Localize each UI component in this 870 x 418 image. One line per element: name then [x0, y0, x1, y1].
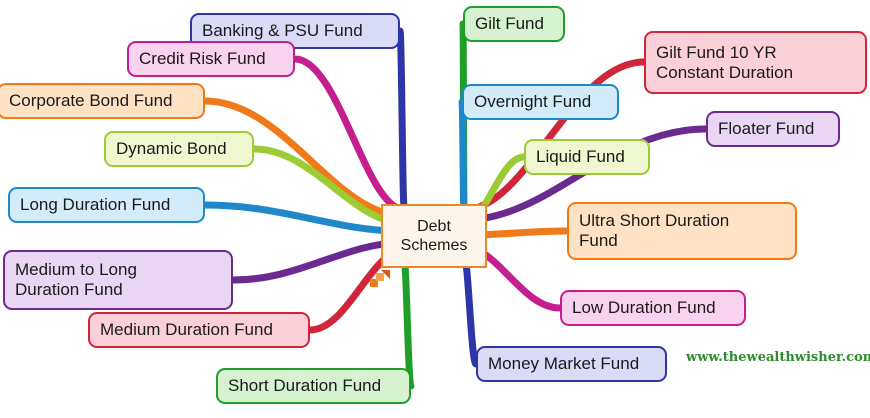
shortcut-arrow-icon	[370, 270, 390, 287]
node-label: Dynamic Bond	[116, 139, 227, 158]
node-overnight-fund[interactable]: Overnight Fund	[462, 84, 619, 120]
node-liquid-fund[interactable]: Liquid Fund	[524, 139, 650, 175]
branch-credit-risk-fund	[291, 55, 408, 213]
branch-short-duration-fund	[400, 255, 415, 390]
node-label: Gilt Fund	[475, 14, 544, 33]
central-topic-line-1: Debt	[417, 218, 451, 235]
node-banking-psu-fund[interactable]: Banking & PSU Fund	[190, 13, 400, 49]
branch-overnight-fund	[458, 98, 468, 220]
node-short-duration-fund[interactable]: Short Duration Fund	[216, 368, 411, 404]
node-gilt-fund[interactable]: Gilt Fund	[463, 6, 565, 42]
node-label: Short Duration Fund	[228, 376, 382, 395]
node-label: Low Duration Fund	[572, 298, 716, 317]
node-label: Corporate Bond Fund	[9, 91, 173, 110]
node-label: Money Market Fund	[488, 354, 640, 373]
central-topic-debt-schemes[interactable]: Debt Schemes	[381, 204, 487, 268]
node-label: Liquid Fund	[536, 147, 625, 166]
node-dynamic-bond[interactable]: Dynamic Bond	[104, 131, 254, 167]
watermark-url: www.thewealthwisher.com	[686, 350, 870, 365]
node-money-market-fund[interactable]: Money Market Fund	[476, 346, 667, 382]
node-label-line-2: Duration Fund	[15, 280, 123, 299]
node-label-line-2: Fund	[579, 231, 618, 250]
node-label: Gilt Fund 10 YR	[656, 42, 777, 62]
node-label: Medium to Long	[15, 260, 137, 279]
branch-long-duration-fund	[201, 201, 408, 235]
node-label: Banking & PSU Fund	[202, 21, 363, 40]
node-corporate-bond-fund[interactable]: Corporate Bond Fund	[0, 83, 205, 119]
node-label-line-2: Constant Duration	[656, 62, 794, 82]
node-label: Ultra Short Duration	[579, 211, 730, 230]
node-label: Credit Risk Fund	[139, 49, 266, 68]
node-label: Long Duration Fund	[20, 195, 171, 214]
branch-banking-psu-fund	[396, 27, 408, 209]
node-label: Floater Fund	[718, 119, 815, 138]
node-label: Medium Duration Fund	[100, 320, 273, 339]
node-floater-fund[interactable]: Floater Fund	[706, 111, 840, 147]
branch-corporate-bond-fund	[201, 97, 408, 220]
central-topic-line-2: Schemes	[400, 237, 468, 254]
node-label: Overnight Fund	[474, 92, 592, 111]
node-low-duration-fund[interactable]: Low Duration Fund	[560, 290, 746, 326]
branch-money-market-fund	[460, 251, 480, 368]
node-long-duration-fund[interactable]: Long Duration Fund	[8, 187, 205, 223]
node-credit-risk-fund[interactable]: Credit Risk Fund	[127, 41, 295, 77]
node-medium-duration-fund[interactable]: Medium Duration Fund	[88, 312, 310, 348]
